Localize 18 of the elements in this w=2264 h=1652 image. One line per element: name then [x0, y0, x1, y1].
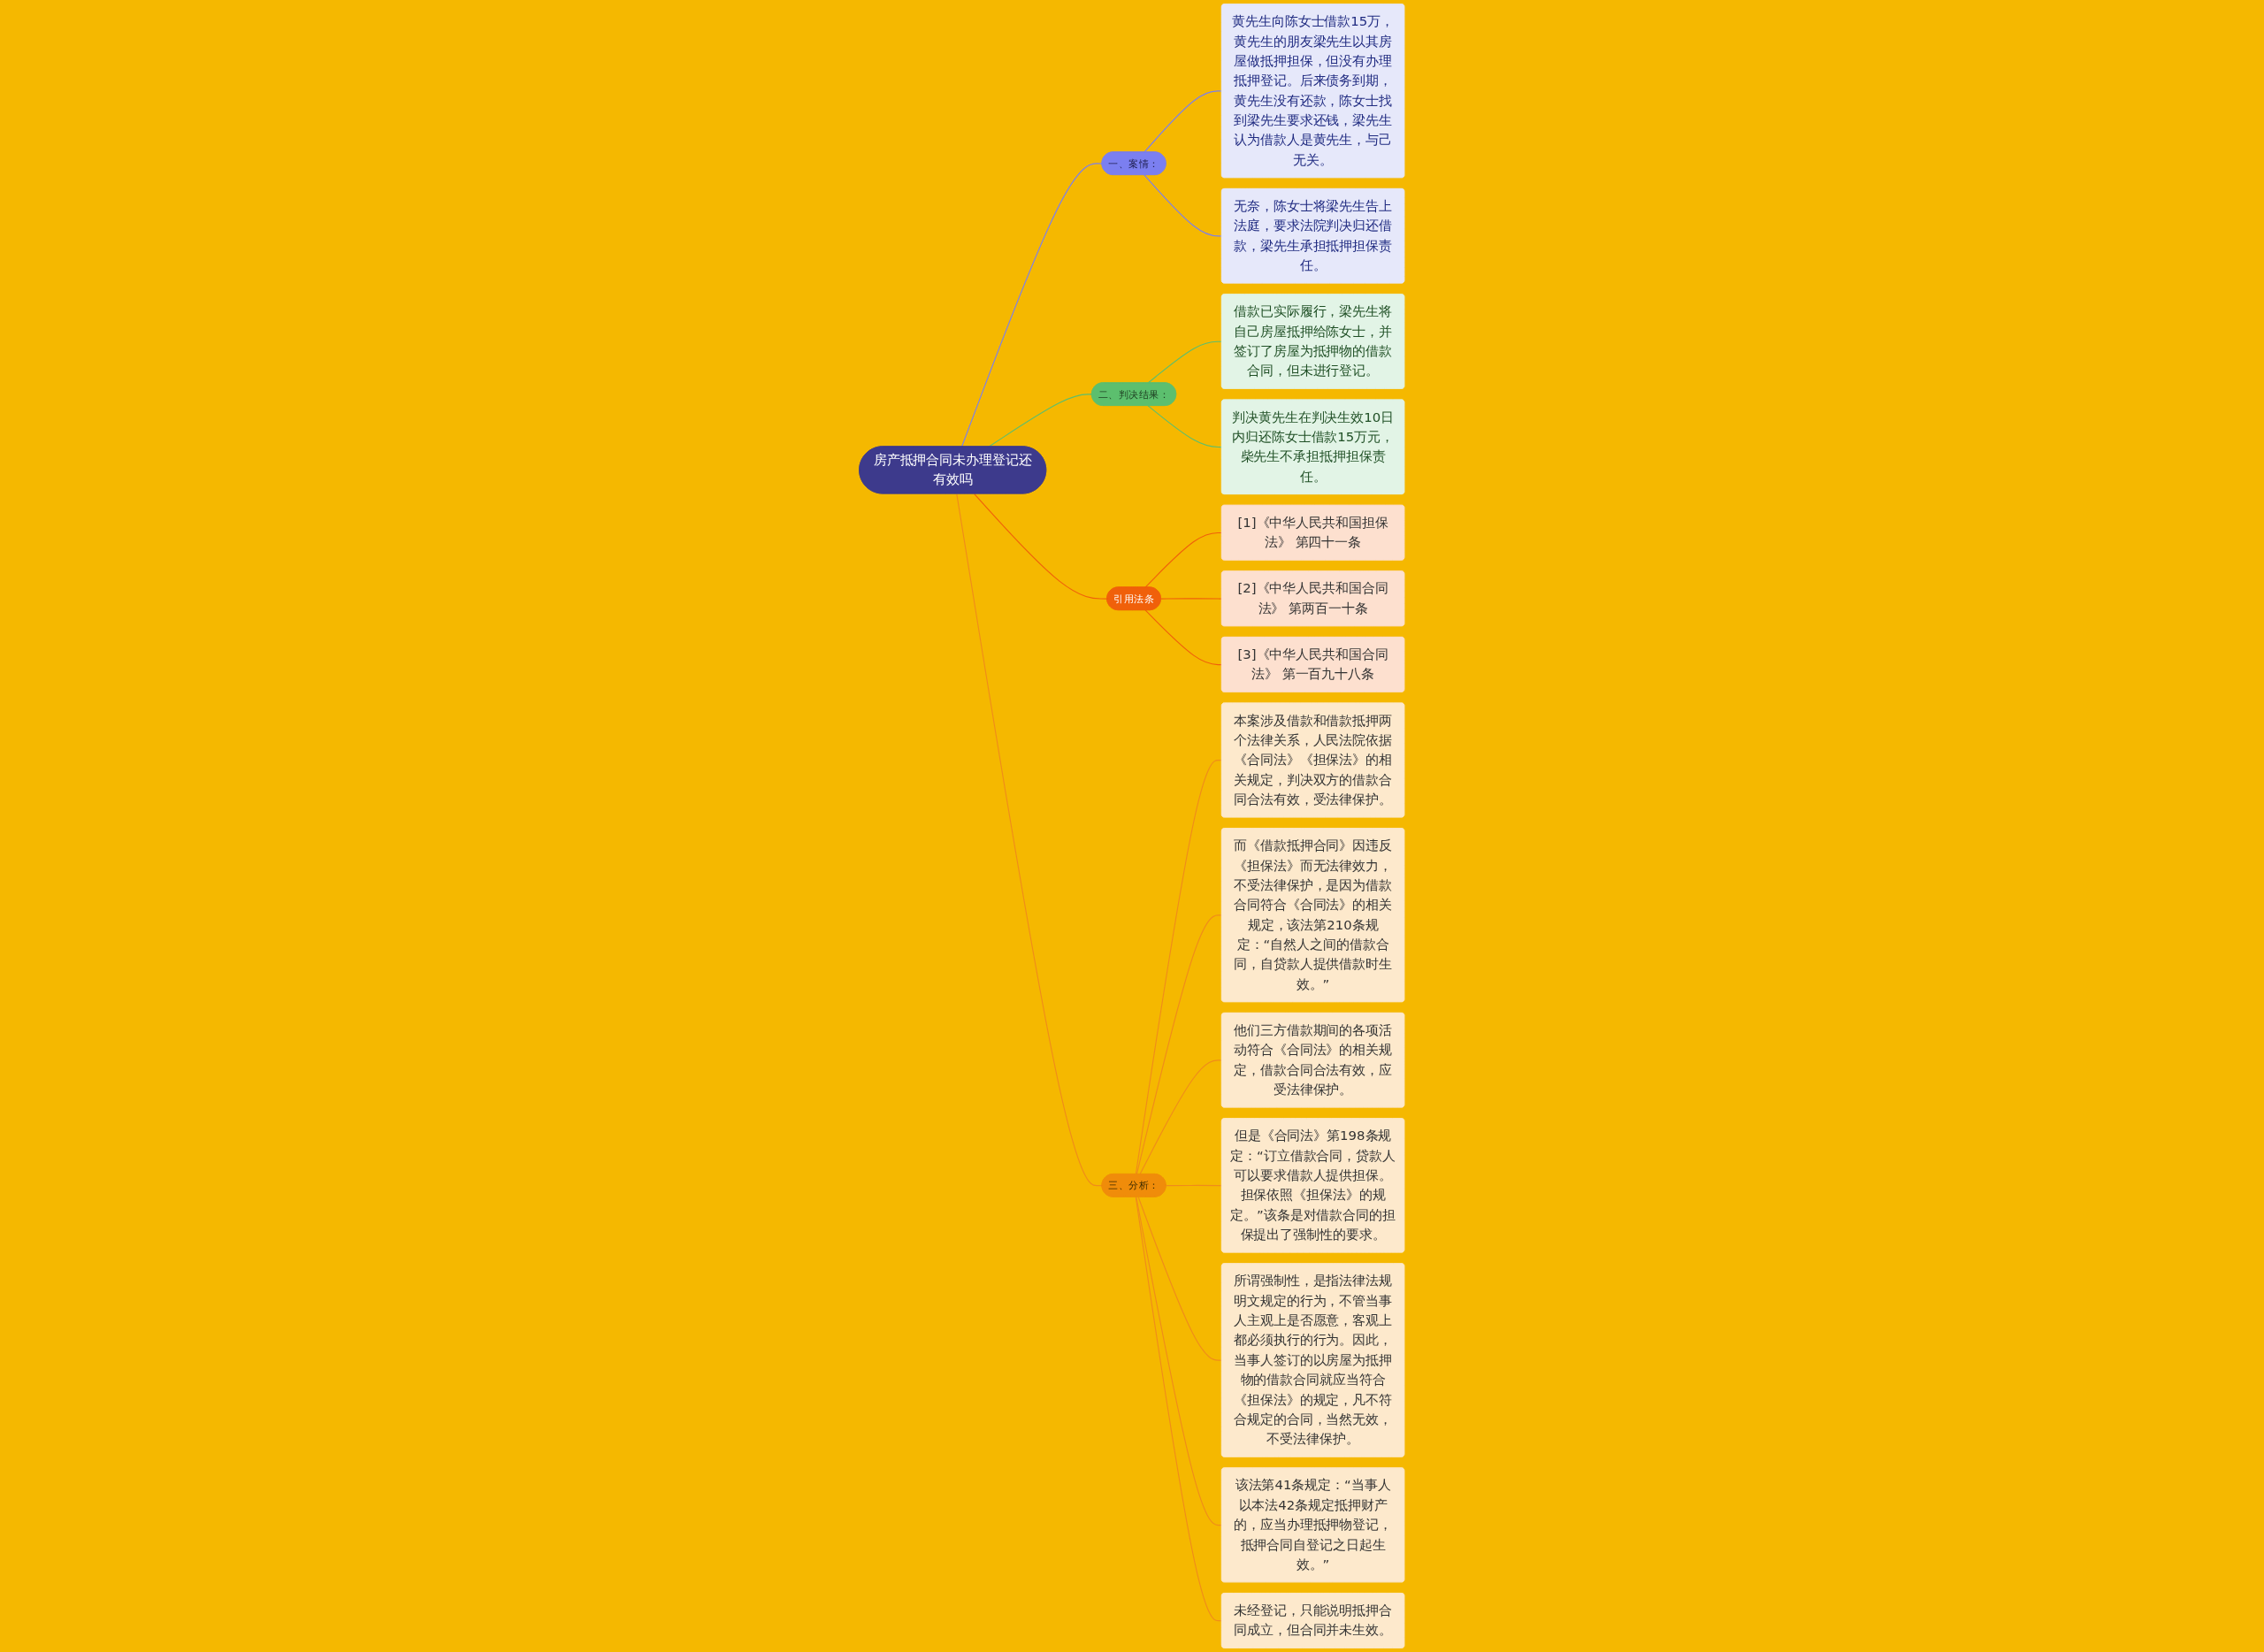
connector: [1136, 1196, 1223, 1526]
connector: [1144, 532, 1223, 588]
connector: [1160, 598, 1223, 600]
connector: [1147, 340, 1223, 384]
connector: [1139, 1059, 1223, 1175]
connector: [961, 163, 1103, 447]
connector: [1144, 609, 1223, 666]
connector: [1137, 1196, 1223, 1361]
connector: [1143, 90, 1223, 153]
connector: [1136, 914, 1223, 1175]
connector: [1136, 1196, 1223, 1622]
connector: [1147, 405, 1223, 448]
connector: [1136, 760, 1223, 1175]
connector: [1143, 174, 1223, 237]
connector: [989, 394, 1093, 447]
connector: [974, 493, 1108, 600]
connector: [956, 493, 1103, 1187]
connector: [1166, 1184, 1223, 1187]
